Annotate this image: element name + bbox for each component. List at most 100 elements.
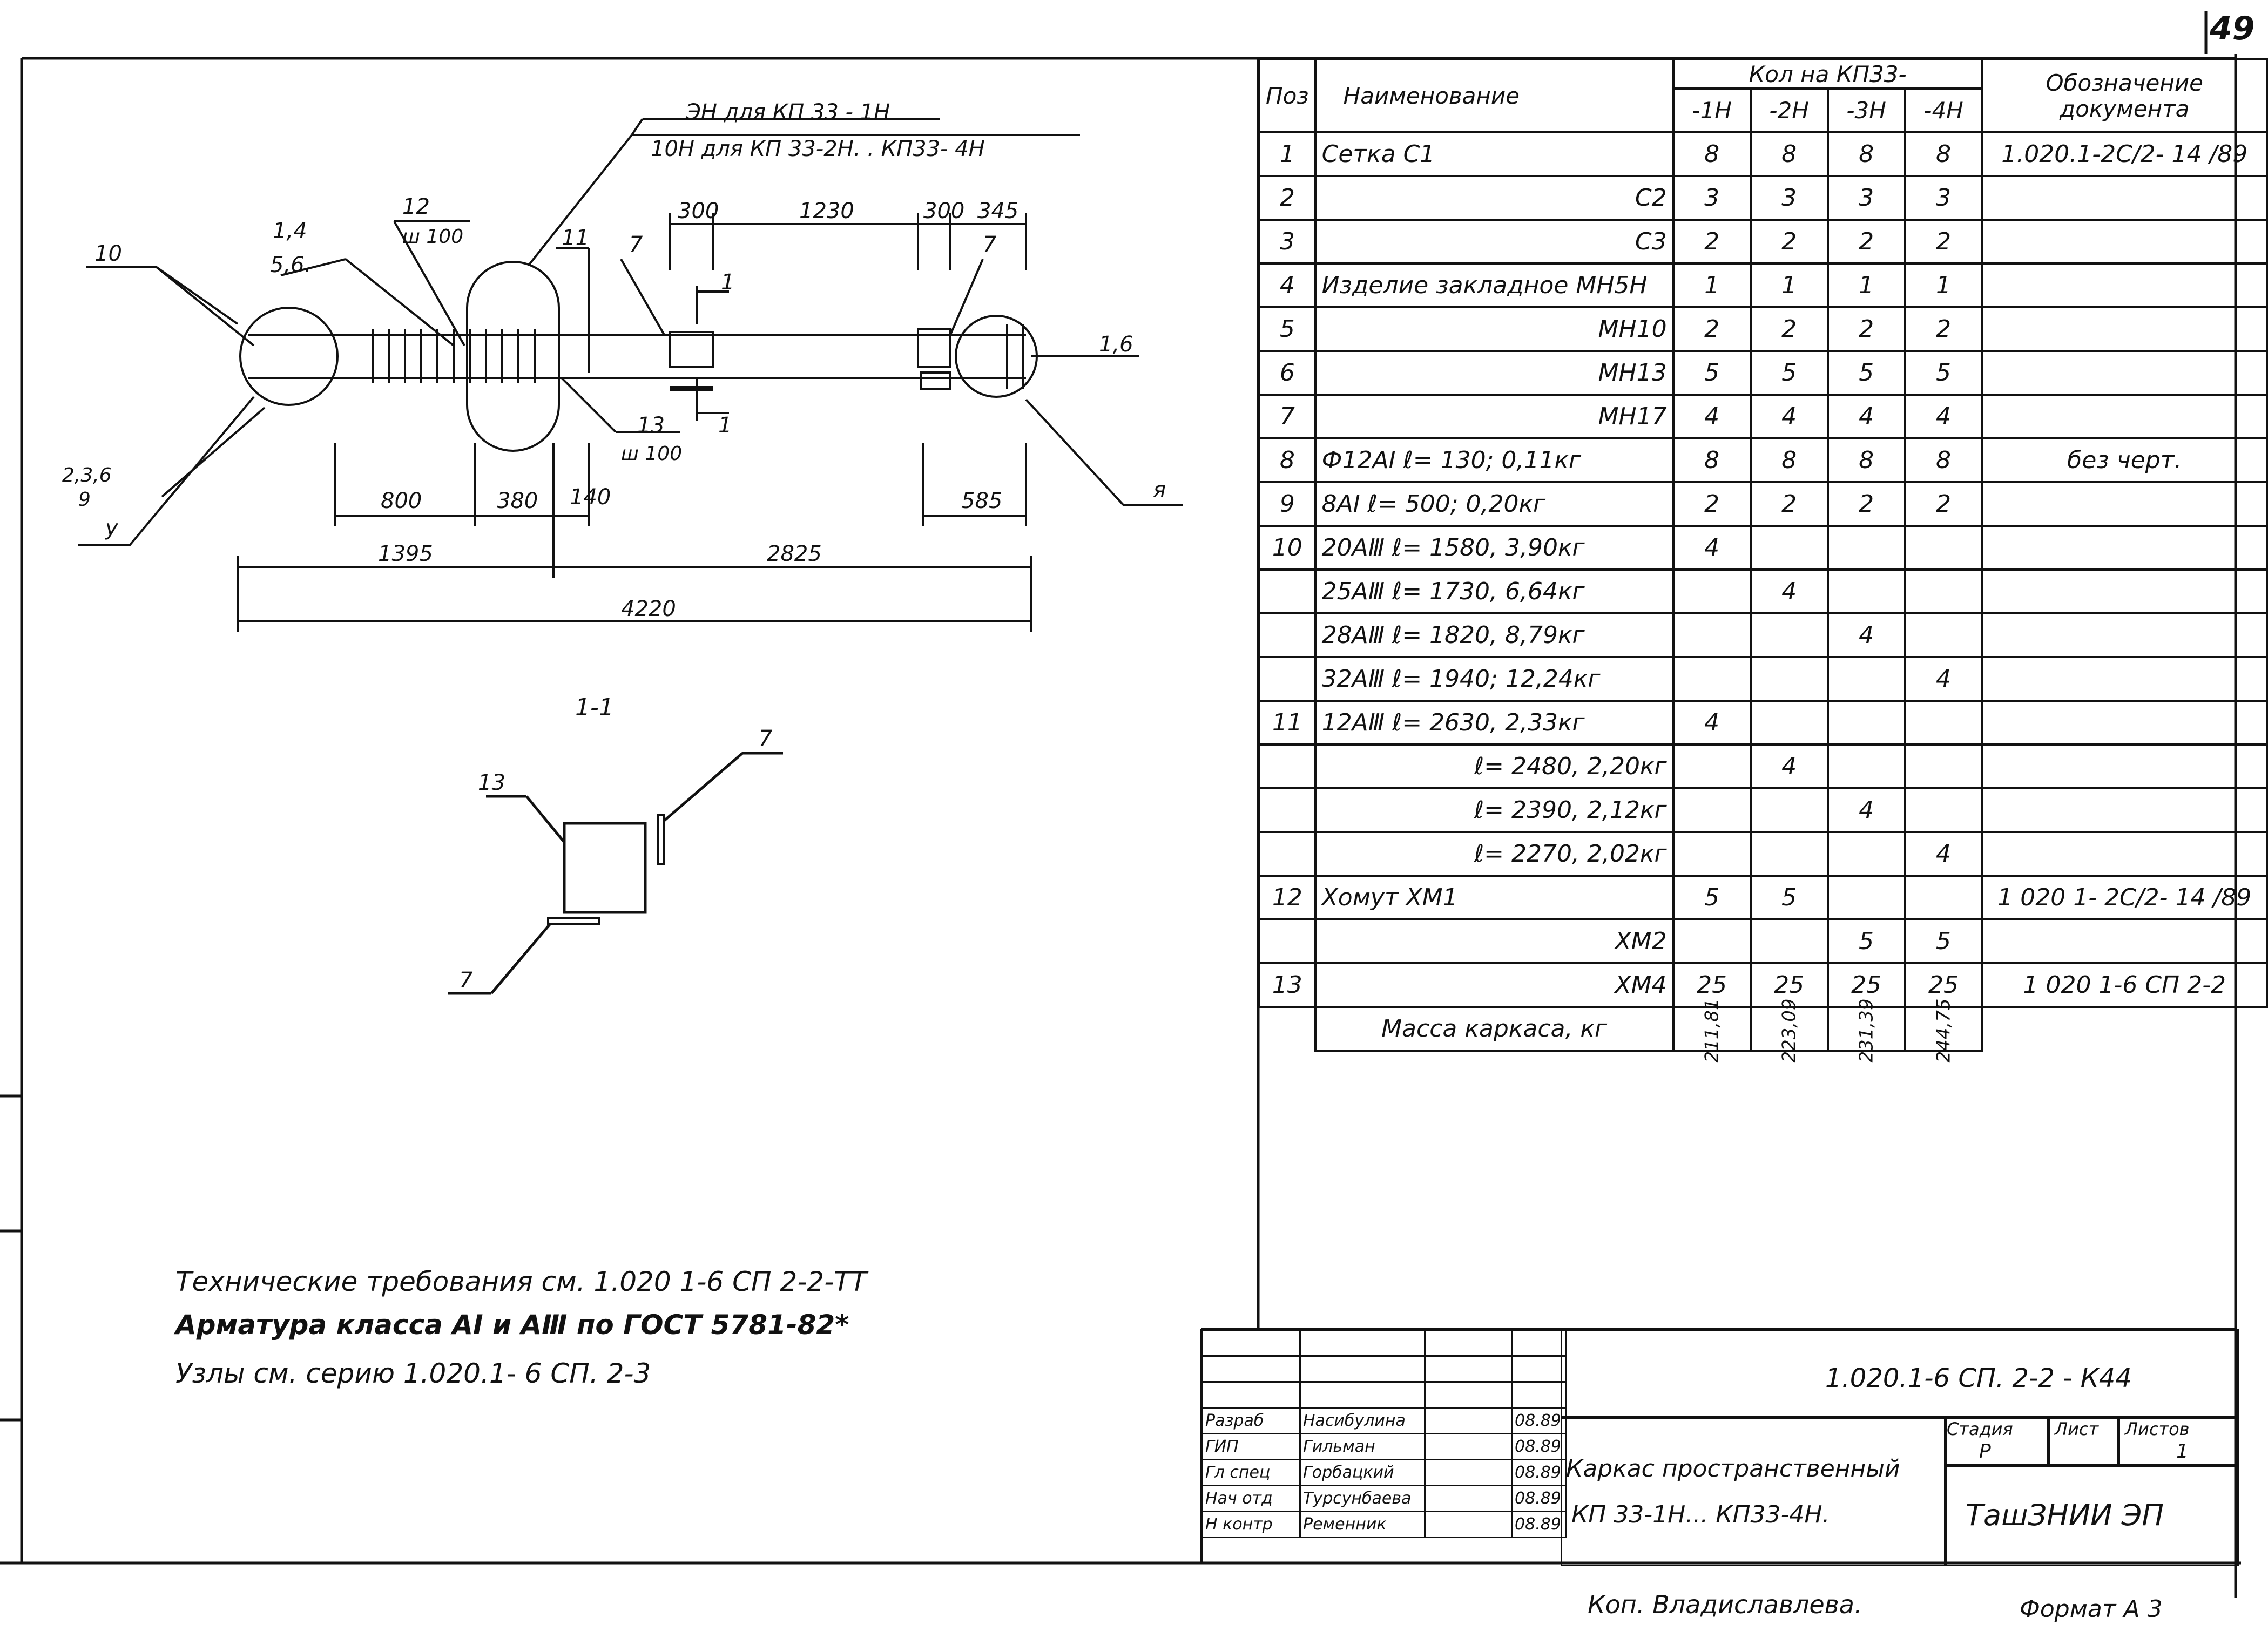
header-name: Наименование xyxy=(1314,58,1675,133)
spec-qty: 3 xyxy=(1749,175,1829,221)
spec-qty: 8 xyxy=(1826,437,1906,483)
drawing-code: 1.020.1-6 СП. 2-2 - К44 xyxy=(1825,1363,2132,1393)
signature-name: Гильман xyxy=(1299,1433,1426,1460)
spec-qty: 2 xyxy=(1826,481,1906,527)
dim-140: 140 xyxy=(570,485,611,510)
sheet-cell xyxy=(2047,1416,2120,1467)
spec-doc xyxy=(1981,175,2268,221)
signature-date: 08.89 xyxy=(1511,1433,1567,1460)
spec-pos xyxy=(1258,612,1317,658)
note-reinforcement-class: Арматура класса АI и АⅢ по ГОСТ 5781-82* xyxy=(176,1309,849,1341)
label-1-6: 1,6 xyxy=(1099,332,1133,357)
signature-mark xyxy=(1424,1511,1513,1538)
spec-qty: 8 xyxy=(1749,437,1829,483)
spec-pos xyxy=(1258,918,1317,964)
signature-name: Горбацкий xyxy=(1299,1459,1426,1486)
spec-name: МН10 xyxy=(1314,306,1675,352)
spec-row: 28АⅢ ℓ= 1820, 8,79кг 4 xyxy=(1258,612,2268,658)
spec-qty: 4 xyxy=(1904,656,1983,702)
section-label-7-top: 7 xyxy=(759,726,773,751)
header-doc: Обозначение документа xyxy=(1981,58,2268,133)
spec-qty xyxy=(1749,831,1829,877)
spec-pos: 2 xyxy=(1258,175,1317,221)
spec-qty xyxy=(1826,525,1906,571)
spec-qty xyxy=(1826,875,1906,920)
dim-585: 585 xyxy=(961,489,1003,513)
org-cell xyxy=(1944,1464,2239,1566)
spec-qty xyxy=(1904,743,1983,789)
spec-doc xyxy=(1981,743,2268,789)
signature-role: Н контр xyxy=(1202,1511,1301,1538)
label-1-top: 1 xyxy=(721,270,735,295)
spec-qty xyxy=(1904,787,1983,833)
spec-name: Изделие закладное МН5Н xyxy=(1314,262,1675,308)
spec-doc xyxy=(1981,831,2268,877)
spec-pos xyxy=(1258,787,1317,833)
spec-name: Ф12АI ℓ= 130; 0,11кг xyxy=(1314,437,1675,483)
spec-name: ХМ4 xyxy=(1314,962,1675,1008)
spec-qty xyxy=(1672,918,1752,964)
spec-doc xyxy=(1981,394,2268,439)
spec-doc xyxy=(1981,481,2268,527)
spec-qty xyxy=(1904,525,1983,571)
spec-doc xyxy=(1981,918,2268,964)
spec-name: ХМ2 xyxy=(1314,918,1675,964)
spec-name: С2 xyxy=(1314,175,1675,221)
label-13-sub: ш 100 xyxy=(621,443,683,465)
signature-role: Разраб xyxy=(1202,1407,1301,1434)
signature-name: Турсунбаева xyxy=(1299,1485,1426,1512)
spec-qty: 2 xyxy=(1904,481,1983,527)
label-10: 10 xyxy=(94,241,122,266)
spec-qty: 5 xyxy=(1672,350,1752,396)
spec-pos: 12 xyxy=(1258,875,1317,920)
spec-qty: 2 xyxy=(1904,219,1983,265)
title-cell xyxy=(1561,1416,1947,1566)
spec-doc xyxy=(1981,525,2268,571)
sheet-label: Лист xyxy=(2055,1419,2099,1439)
note-technical-requirements: Технические требования см. 1.020 1-6 СП … xyxy=(176,1266,867,1297)
sheets-value: 1 xyxy=(2176,1440,2189,1463)
spec-qty: 4 xyxy=(1826,787,1906,833)
spec-qty: 5 xyxy=(1826,918,1906,964)
spec-doc xyxy=(1981,700,2268,746)
dim-4220: 4220 xyxy=(621,597,676,621)
signature-date: 08.89 xyxy=(1511,1407,1567,1434)
spec-qty: 5 xyxy=(1749,350,1829,396)
signature-role: Нач отд xyxy=(1202,1485,1301,1512)
mass-3: 231,39 xyxy=(1826,999,1906,1062)
dim-1230: 1230 xyxy=(799,199,854,224)
spec-name: МН13 xyxy=(1314,350,1675,396)
callout-top-1: ЭН для КП 33 - 1Н xyxy=(686,100,890,125)
dim-345: 345 xyxy=(977,199,1019,224)
spec-name: 28АⅢ ℓ= 1820, 8,79кг xyxy=(1314,612,1675,658)
spec-doc xyxy=(1981,350,2268,396)
spec-qty: 4 xyxy=(1672,525,1752,571)
spec-qty: 4 xyxy=(1826,612,1906,658)
specification-table: Поз Наименование Кол на КП33- Обозначени… xyxy=(1258,58,2268,1062)
sheets-cell xyxy=(2117,1416,2239,1467)
spec-qty: 2 xyxy=(1672,306,1752,352)
spec-pos: 9 xyxy=(1258,481,1317,527)
spec-pos: 6 xyxy=(1258,350,1317,396)
signature-name: Насибулина xyxy=(1299,1407,1426,1434)
section-title: 1-1 xyxy=(575,694,614,721)
header-qty: Кол на КП33- xyxy=(1672,58,1983,90)
signature-date: 08.89 xyxy=(1511,1459,1567,1486)
mass-label: Масса каркаса, кг xyxy=(1314,1006,1675,1052)
label-12: 12 xyxy=(402,194,430,219)
spec-pos: 5 xyxy=(1258,306,1317,352)
label-7-a: 7 xyxy=(629,232,643,257)
spec-qty xyxy=(1672,568,1752,614)
dim-1395: 1395 xyxy=(378,542,433,566)
label-ya: я xyxy=(1153,478,1166,503)
